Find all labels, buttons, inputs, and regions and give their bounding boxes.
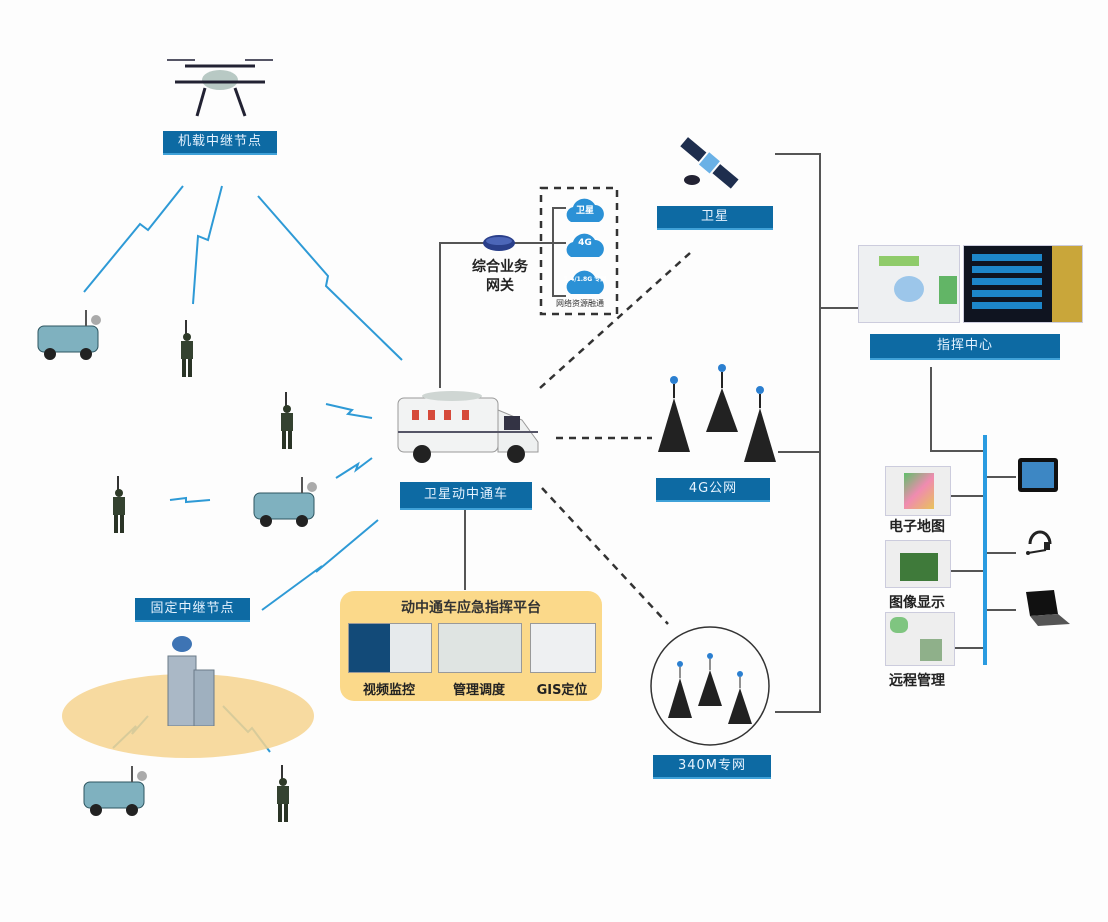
vehicle-gateway-link xyxy=(439,242,486,388)
vehicle-label: 卫星动中通车 xyxy=(400,482,532,510)
private-network-circle xyxy=(650,626,770,746)
vehicle-icon xyxy=(83,766,147,816)
vehicle-icon xyxy=(37,310,101,360)
platform-title: 动中通车应急指挥平台 xyxy=(401,600,541,616)
command-screen-wall-thumb xyxy=(963,245,1083,323)
satellite-bus-link xyxy=(775,153,821,713)
satellite-icon xyxy=(680,137,739,189)
vehicle-340m-link xyxy=(541,487,669,625)
monitor-icon xyxy=(1018,458,1058,492)
wireless-link xyxy=(257,195,403,361)
cloud-icon xyxy=(566,198,604,222)
image-display-label: 图像显示 xyxy=(889,595,945,611)
cell-tower-icon xyxy=(668,653,752,724)
cloud-private: 1.4/1.8G 专网 xyxy=(563,266,607,296)
wireless-link xyxy=(192,185,223,305)
public-4g-label: 4G公网 xyxy=(656,478,770,502)
image-display-thumb xyxy=(885,540,951,588)
command-terminal-link xyxy=(930,367,985,452)
drone-icon xyxy=(167,59,273,117)
soldier-icon xyxy=(113,476,125,533)
platform-item-video[interactable]: 视频监控 xyxy=(348,623,432,698)
dispatch-thumb xyxy=(438,623,522,673)
wireless-link xyxy=(335,457,373,479)
private-340m-label: 340M专网 xyxy=(653,755,771,779)
cloud-branch xyxy=(552,207,566,297)
command-center-label: 指挥中心 xyxy=(870,334,1060,360)
cloud-icon xyxy=(566,270,604,294)
airborne-relay-label: 机载中继节点 xyxy=(163,131,277,155)
gateway-label: 综合业务 网关 xyxy=(472,259,528,294)
command-map-thumb xyxy=(858,245,960,323)
remote-management-thumb xyxy=(885,612,955,666)
wireless-link xyxy=(325,403,373,419)
network-group-caption: 网络资源融通 xyxy=(556,299,604,308)
building-antenna-icon xyxy=(167,636,215,726)
wireless-link xyxy=(261,519,379,611)
headset-icon xyxy=(1026,530,1052,555)
platform-item-dispatch[interactable]: 管理调度 xyxy=(438,623,522,698)
video-monitor-thumb xyxy=(348,623,432,673)
cloud-satellite: 卫星 xyxy=(563,194,607,224)
cloud-icon xyxy=(566,233,604,257)
wireless-link xyxy=(83,185,184,293)
soldier-icon xyxy=(281,392,293,449)
e-map-label: 电子地图 xyxy=(889,519,945,535)
emergency-command-platform: 动中通车应急指挥平台 视频监控 管理调度 GIS定位 xyxy=(340,591,602,701)
cell-tower-icon xyxy=(658,364,776,462)
gis-map-thumb xyxy=(530,623,596,673)
network-group-border xyxy=(539,186,619,316)
platform-item-gis[interactable]: GIS定位 xyxy=(530,623,596,698)
wireless-link xyxy=(169,496,211,504)
soldier-icon xyxy=(277,765,289,822)
router-icon xyxy=(483,235,515,251)
cloud-4g: 4G xyxy=(563,229,607,259)
vehicle-icon xyxy=(253,477,317,527)
laptop-icon xyxy=(1026,590,1070,626)
comm-vehicle-icon xyxy=(397,391,539,463)
e-map-thumb xyxy=(885,466,951,516)
soldier-icon xyxy=(181,320,193,377)
fixed-relay-label: 固定中继节点 xyxy=(135,598,250,622)
remote-management-label: 远程管理 xyxy=(889,673,945,689)
satellite-label: 卫星 xyxy=(657,206,773,230)
